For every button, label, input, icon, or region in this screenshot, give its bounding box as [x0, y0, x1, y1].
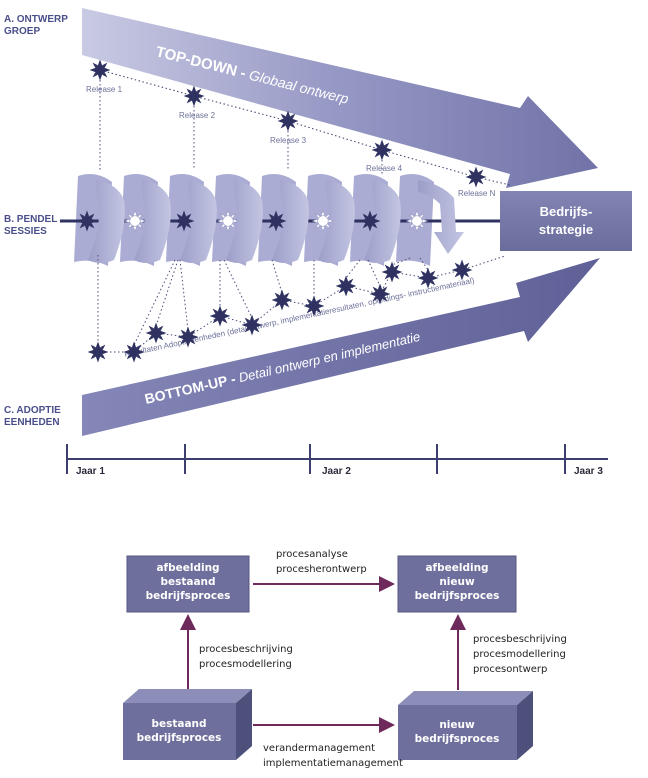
note-top-line2: procesherontwerp	[276, 564, 367, 575]
box-br-line2: bedrijfsproces	[415, 733, 500, 745]
note-right-line1: procesbeschrijving	[473, 634, 567, 645]
session-star-light-icon	[217, 210, 239, 232]
label-c-line2: EENHEDEN	[4, 417, 60, 428]
note-bottom-line1: verandermanagement	[263, 743, 375, 754]
session-star-light-icon	[312, 210, 334, 232]
release-4-star-icon	[371, 139, 393, 161]
strategy-box-line1: Bedrijfs-	[540, 204, 593, 219]
box-bl-line2: bedrijfsproces	[137, 732, 222, 744]
box-bestaand-bedrijfsproces	[123, 689, 252, 760]
release-2-label: Release 2	[179, 111, 216, 120]
box-tr-line1: afbeelding	[425, 562, 488, 574]
box-bl-line1: bestaand	[151, 718, 206, 730]
label-a-line2: GROEP	[4, 26, 40, 37]
session-star-light-icon	[124, 210, 146, 232]
box-afbeelding-nieuw	[397, 555, 517, 613]
box-tl-line3: bedrijfsproces	[146, 590, 231, 602]
process-arrows	[180, 576, 466, 733]
box-br-line1: nieuw	[439, 719, 475, 731]
release-3-label: Release 3	[270, 136, 307, 145]
session-star-icon	[76, 210, 98, 232]
box-nieuw-bedrijfsproces	[398, 691, 533, 760]
box-tr-line2: nieuw	[439, 576, 475, 588]
release-n-label: Release N	[458, 189, 496, 198]
label-c-line1: C. ADOPTIE	[4, 405, 61, 416]
note-right-line3: procesontwerp	[473, 664, 547, 675]
release-1-star-icon	[89, 59, 111, 81]
note-left-line2: procesmodellering	[199, 659, 292, 670]
label-b-line2: SESSIES	[4, 226, 47, 237]
bottom-up-arrow	[82, 258, 600, 436]
note-right-line2: procesmodellering	[473, 649, 566, 660]
pendel-coil	[60, 174, 502, 266]
timeline-year-1: Jaar 1	[76, 466, 105, 477]
top-down-arrow	[82, 8, 598, 188]
strategy-box	[500, 191, 632, 251]
box-tl-line1: afbeelding	[156, 562, 219, 574]
timeline	[66, 444, 608, 474]
note-bottom-line2: implementatiemanagement	[263, 758, 403, 769]
release-4-label: Release 4	[366, 164, 403, 173]
release-3-star-icon	[277, 110, 299, 132]
note-top-line1: procesanalyse	[276, 549, 348, 560]
label-a-line1: A. ONTWERP	[4, 14, 68, 25]
release-1-label: Release 1	[86, 85, 123, 94]
strategy-box-line2: strategie	[539, 222, 593, 237]
session-star-icon	[265, 210, 287, 232]
session-star-light-icon	[406, 210, 428, 232]
box-afbeelding-bestaand	[126, 555, 250, 613]
release-n-star-icon	[465, 166, 487, 188]
release-drops	[99, 80, 383, 175]
label-b-line1: B. PENDEL	[4, 214, 57, 225]
timeline-year-3: Jaar 3	[574, 466, 603, 477]
note-left-line1: procesbeschrijving	[199, 644, 293, 655]
timeline-year-2: Jaar 2	[322, 466, 351, 477]
release-2-star-icon	[183, 85, 205, 107]
session-star-icon	[359, 210, 381, 232]
session-star-icon	[173, 210, 195, 232]
box-tl-line2: bestaand	[160, 576, 215, 588]
box-tr-line3: bedrijfsproces	[415, 590, 500, 602]
